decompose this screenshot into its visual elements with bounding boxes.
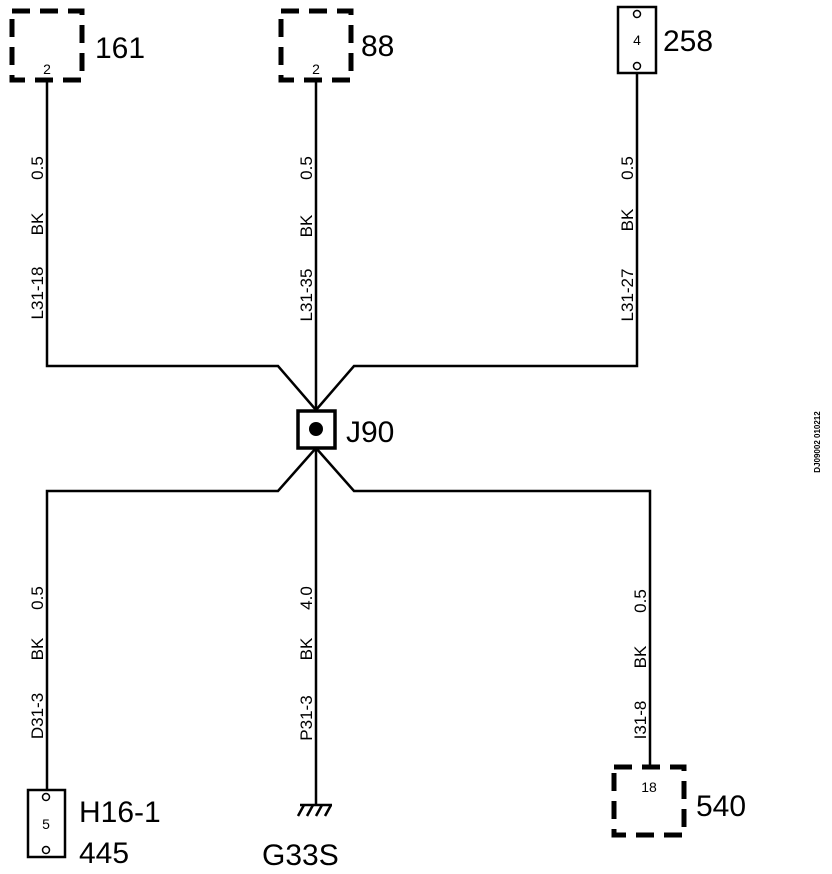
- connector-161: 2 161: [9, 8, 145, 83]
- wire-d31-3-circuit: D31-3: [28, 693, 47, 739]
- connector-161-label: 161: [95, 32, 145, 65]
- wire-l31-27-color: BK: [618, 208, 637, 231]
- connector-258: 4 258: [616, 5, 713, 75]
- connector-445-terminal-top: [41, 792, 51, 802]
- wire-l31-35-circuit: L31-35: [297, 269, 316, 322]
- splice-dot-icon: [309, 422, 323, 436]
- wire-d31-3-color: BK: [28, 637, 47, 660]
- wire-i31-8-color: BK: [631, 645, 650, 668]
- connector-88-box: [278, 8, 354, 83]
- drawing-code: DJ09002 010212: [813, 411, 822, 473]
- wire-l31-35-size: 0.5: [297, 156, 316, 180]
- connector-161-pin: 2: [43, 61, 51, 77]
- ground-label: G33S: [262, 839, 339, 872]
- splice-j90: J90: [296, 409, 394, 450]
- wire-labels: 0.5 BK L31-18 0.5 BK L31-35 0.5 BK L31-2…: [28, 156, 650, 741]
- wires: [45, 72, 652, 805]
- wire-d31-3: [45, 447, 317, 790]
- splice-box: [296, 409, 337, 450]
- ground-icon: [296, 803, 333, 817]
- splice-label: J90: [346, 416, 394, 449]
- connector-258-terminal-top: [632, 9, 642, 19]
- wire-i31-8-size: 0.5: [631, 589, 650, 613]
- wire-p31-3-circuit: P31-3: [297, 695, 316, 740]
- wire-l31-18-size: 0.5: [28, 156, 47, 180]
- connector-258-pin: 4: [633, 32, 641, 48]
- connector-258-terminal-bottom: [632, 61, 642, 71]
- wire-l31-18: [45, 80, 317, 411]
- connector-540: 18 540: [611, 764, 746, 838]
- connector-88: 2 88: [278, 8, 394, 83]
- wire-l31-27: [315, 72, 639, 411]
- wire-p31-3-size: 4.0: [297, 586, 316, 610]
- connector-258-label: 258: [663, 25, 713, 58]
- connector-161-box: [9, 8, 85, 83]
- ground-g33s: G33S: [262, 803, 339, 872]
- connector-445-terminal-bottom: [41, 845, 51, 855]
- connector-445-pin: 5: [42, 816, 50, 832]
- connector-540-label: 540: [696, 790, 746, 823]
- wire-i31-8: [315, 447, 652, 766]
- connector-445: 5 H16-1 445: [26, 788, 161, 870]
- connector-445-label-number: 445: [79, 837, 129, 870]
- wire-p31-3-color: BK: [297, 637, 316, 660]
- wire-l31-18-color: BK: [28, 212, 47, 235]
- connector-88-label: 88: [361, 30, 394, 63]
- wire-l31-27-circuit: L31-27: [618, 269, 637, 322]
- wire-d31-3-size: 0.5: [28, 586, 47, 610]
- wire-l31-27-size: 0.5: [618, 156, 637, 180]
- connector-88-pin: 2: [312, 61, 320, 77]
- wire-l31-35-color: BK: [297, 214, 316, 237]
- wire-l31-18-circuit: L31-18: [28, 267, 47, 320]
- connector-540-pin: 18: [641, 779, 657, 795]
- connector-445-label-name: H16-1: [79, 796, 161, 829]
- connector-540-box: [611, 764, 687, 838]
- wire-i31-8-circuit: I31-8: [631, 701, 650, 740]
